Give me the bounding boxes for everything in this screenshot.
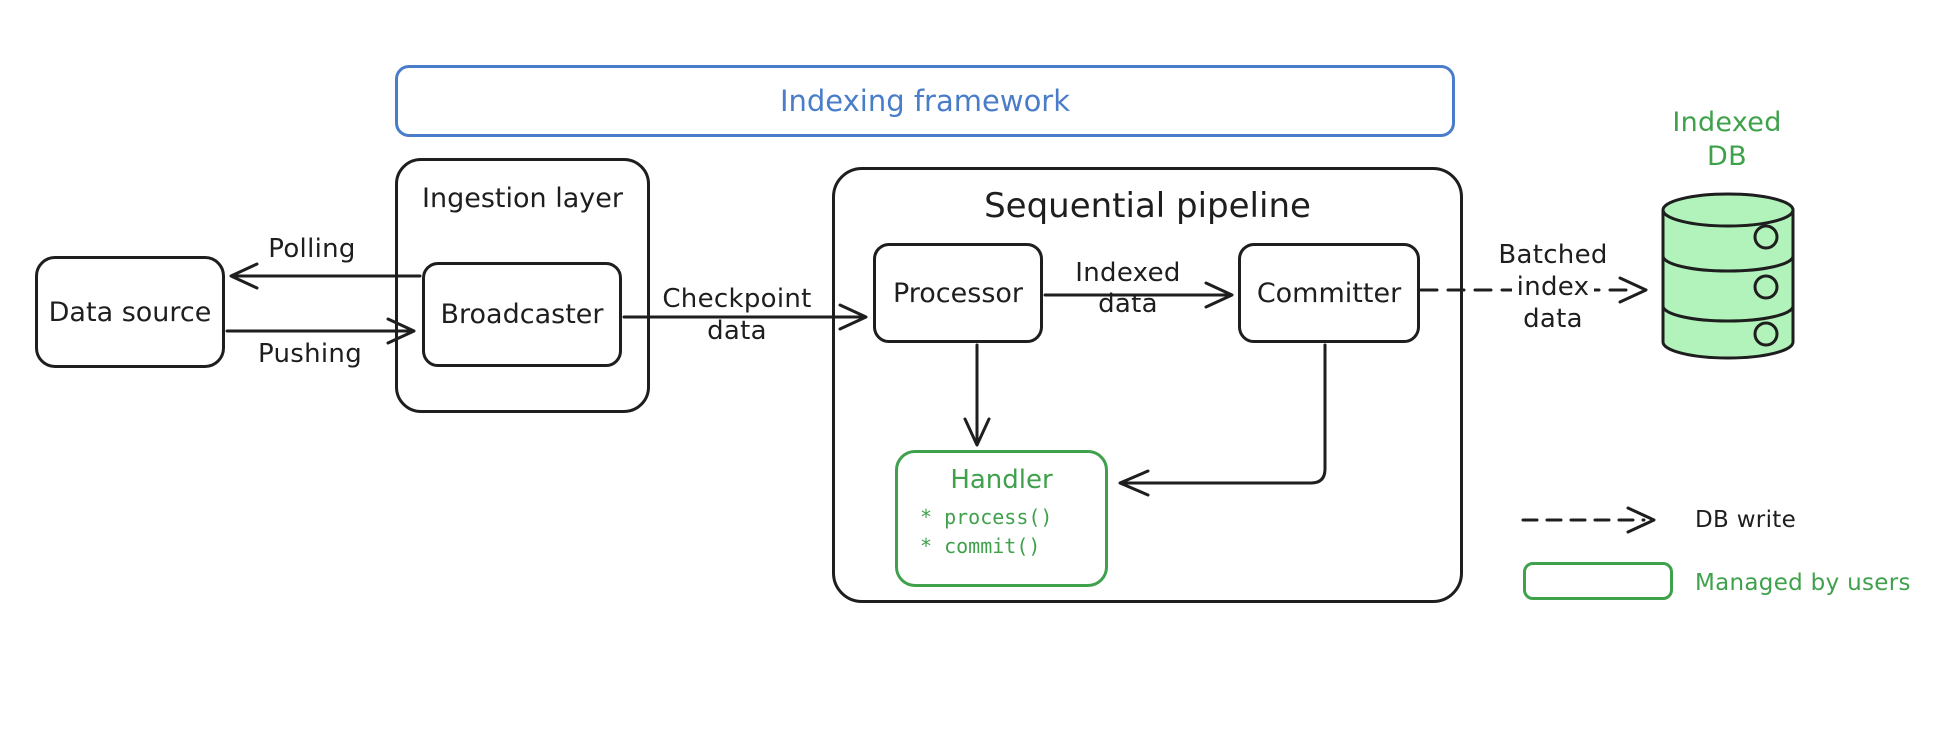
- indexing-framework-frame: Indexing framework: [395, 65, 1455, 137]
- polling-label: Polling: [268, 234, 356, 264]
- committer-to-handler-arrow: [1118, 343, 1327, 497]
- pushing-arrow: [225, 317, 416, 345]
- indexed-data-label: Indexed data: [1058, 258, 1198, 320]
- checkpoint-arrow: [622, 303, 868, 331]
- handler-box: Handler * process() * commit(): [895, 450, 1108, 587]
- pushing-label: Pushing: [257, 339, 363, 369]
- db-knob-icon: [1753, 274, 1779, 300]
- sequential-pipeline-label: Sequential pipeline: [984, 186, 1311, 226]
- batched-index-label: Batched index data: [1498, 240, 1608, 334]
- data-source-label: Data source: [48, 296, 212, 328]
- ingestion-layer-label: Ingestion layer: [422, 183, 623, 214]
- broadcaster-label: Broadcaster: [440, 299, 604, 330]
- committer-label: Committer: [1256, 277, 1402, 309]
- processor-to-handler-arrow: [963, 343, 991, 447]
- checkpoint-label: Checkpoint data: [662, 284, 812, 346]
- handler-method-commit: * commit(): [920, 534, 1041, 558]
- processor-label: Processor: [892, 277, 1024, 309]
- indexing-framework-label: Indexing framework: [779, 84, 1071, 118]
- handler-method-process: * process(): [920, 505, 1053, 529]
- data-source-box: Data source: [35, 256, 225, 368]
- polling-arrow: [229, 262, 422, 290]
- sequential-pipeline-box: Sequential pipeline: [832, 167, 1463, 603]
- legend-dashed-arrow: [1521, 506, 1656, 534]
- ingestion-layer-box: Ingestion layer: [395, 158, 650, 413]
- committer-box: Committer: [1238, 243, 1420, 343]
- broadcaster-box: Broadcaster: [422, 262, 622, 367]
- db-knob-icon: [1753, 224, 1779, 250]
- indexed-db-cylinder: [1661, 192, 1795, 360]
- indexed-db-label: Indexed DB: [1672, 107, 1782, 172]
- indexed-data-arrow: [1043, 281, 1234, 309]
- legend-managed-label: Managed by users: [1695, 570, 1911, 596]
- legend-managed-box: [1523, 562, 1673, 600]
- handler-label: Handler: [950, 465, 1053, 495]
- db-knob-icon: [1753, 321, 1779, 347]
- legend-db-write-label: DB write: [1695, 507, 1797, 533]
- processor-box: Processor: [873, 243, 1043, 343]
